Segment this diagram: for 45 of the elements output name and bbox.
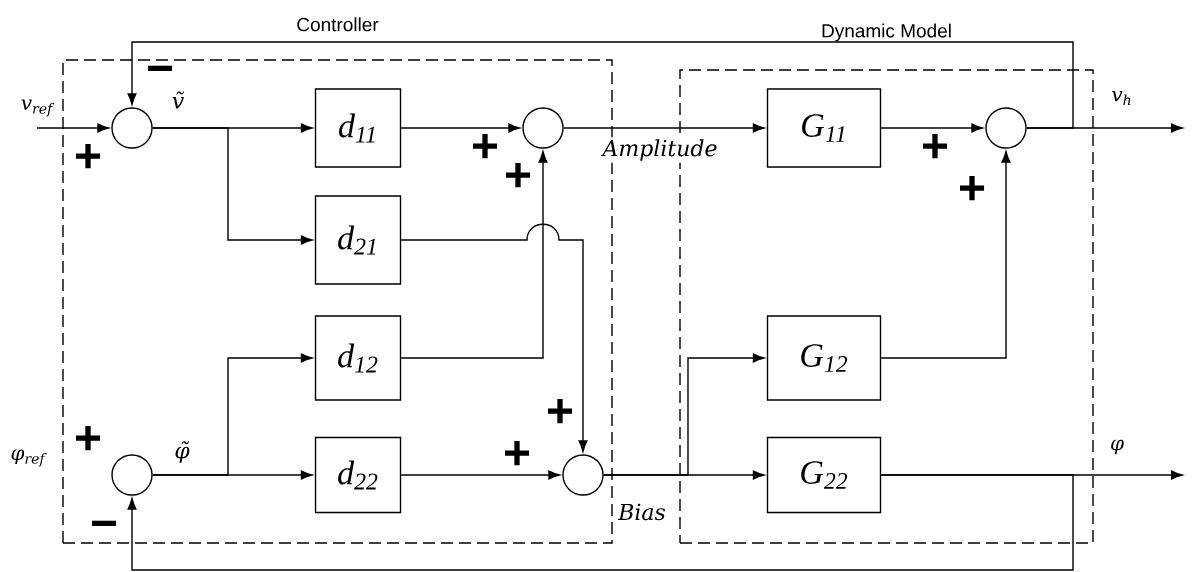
sign-symbol: − (148, 65, 173, 71)
signal-arrow (36, 123, 109, 133)
block-box: G$_{11}$ (766, 88, 882, 168)
signal-arrow (152, 127, 313, 245)
signal-arrow (400, 470, 560, 480)
signal-name: φ (1111, 439, 1124, 455)
signal-arrow (563, 123, 765, 133)
summing-junction (985, 107, 1027, 149)
signal-arrow (152, 470, 313, 480)
sign-symbol: + (76, 143, 101, 169)
signal-arrow (400, 151, 548, 359)
signal-arrow (880, 123, 983, 133)
block-box: G$_{22}$ (766, 436, 882, 514)
signal-name: v$_{ref}$ (21, 99, 55, 117)
signal-arrow (127, 474, 1074, 571)
signal-arrow (603, 353, 765, 476)
edge-label: φ̃ (172, 439, 192, 465)
summing-junction (562, 454, 604, 496)
block-box: G$_{12}$ (766, 315, 882, 401)
summing-junction (522, 107, 564, 149)
sign-symbol: + (473, 133, 498, 159)
sign-symbol: + (76, 425, 101, 451)
block-box: d$_{11}$ (314, 88, 402, 168)
signal-name: φ$_{ref}$ (11, 449, 47, 467)
summing-junction (111, 107, 153, 149)
signal-name: v$_{h}$ (1112, 90, 1131, 106)
block-box: d$_{12}$ (314, 315, 402, 401)
edge-label: Amplitude (600, 137, 720, 163)
block-box: d$_{21}$ (314, 195, 402, 285)
signal-arrow (127, 41, 1074, 129)
sign-symbol: + (960, 175, 985, 201)
node-label: Dynamic Model (822, 23, 951, 42)
sign-symbol: + (506, 162, 531, 188)
edge-label: ṽ (169, 89, 187, 111)
signal-arrow (400, 123, 520, 133)
signal-arrow (880, 151, 1011, 359)
signal-arrow (400, 223, 588, 452)
sign-symbol: + (548, 398, 573, 424)
node-label: Controller (297, 17, 379, 32)
sign-symbol: + (923, 133, 948, 159)
sign-symbol: − (92, 520, 117, 526)
edge-label: Bias (616, 501, 668, 523)
block-box: d$_{22}$ (314, 436, 402, 514)
sign-symbol: + (505, 440, 530, 466)
summing-junction (111, 454, 153, 496)
